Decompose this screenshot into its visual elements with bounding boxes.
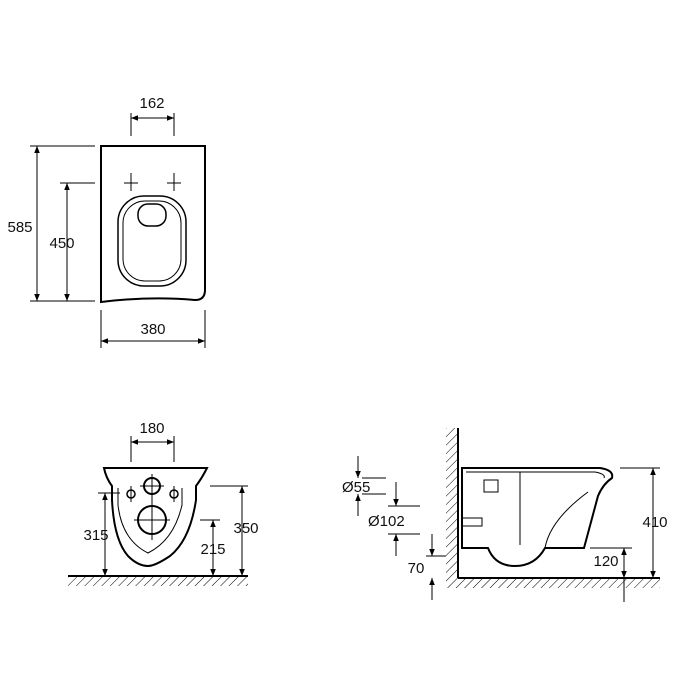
top-view-bolt-right bbox=[167, 173, 181, 191]
side-view-wall-hatch bbox=[446, 428, 458, 578]
top-view-bowl-opening bbox=[117, 195, 187, 287]
side-view: Ø55 Ø102 70 410 120 bbox=[342, 428, 668, 602]
front-view-left-height-label: 315 bbox=[83, 527, 108, 544]
top-view-outline bbox=[100, 145, 206, 304]
front-view-bolt-spacing-label: 180 bbox=[139, 420, 164, 437]
front-view-inner-height-label: 215 bbox=[200, 541, 225, 558]
top-view-rim bbox=[122, 200, 182, 282]
front-view-right-height-label: 350 bbox=[233, 520, 258, 537]
side-view-diameter-large-label: Ø102 bbox=[368, 513, 405, 530]
front-view-outline bbox=[102, 467, 209, 568]
front-view: 180 315 350 215 bbox=[68, 420, 259, 586]
top-view-bolt-spacing-label: 162 bbox=[139, 95, 164, 112]
side-view-outline bbox=[461, 467, 614, 568]
side-view-diameter-small-label: Ø55 bbox=[342, 479, 370, 496]
side-view-floor-hatch bbox=[446, 578, 660, 588]
top-view-flush-hole bbox=[137, 203, 167, 227]
top-view: 162 380 585 450 bbox=[7, 95, 206, 348]
top-view-length-label: 585 bbox=[7, 219, 32, 236]
front-view-floor-hatch bbox=[68, 576, 248, 586]
top-view-bolt-left bbox=[124, 173, 138, 191]
side-view-height-label: 410 bbox=[642, 514, 667, 531]
side-view-outlet-height-label: 120 bbox=[593, 553, 618, 570]
top-view-inner-length-label: 450 bbox=[49, 235, 74, 252]
top-view-width-label: 380 bbox=[140, 321, 165, 338]
side-view-floor-offset-label: 70 bbox=[408, 560, 425, 577]
